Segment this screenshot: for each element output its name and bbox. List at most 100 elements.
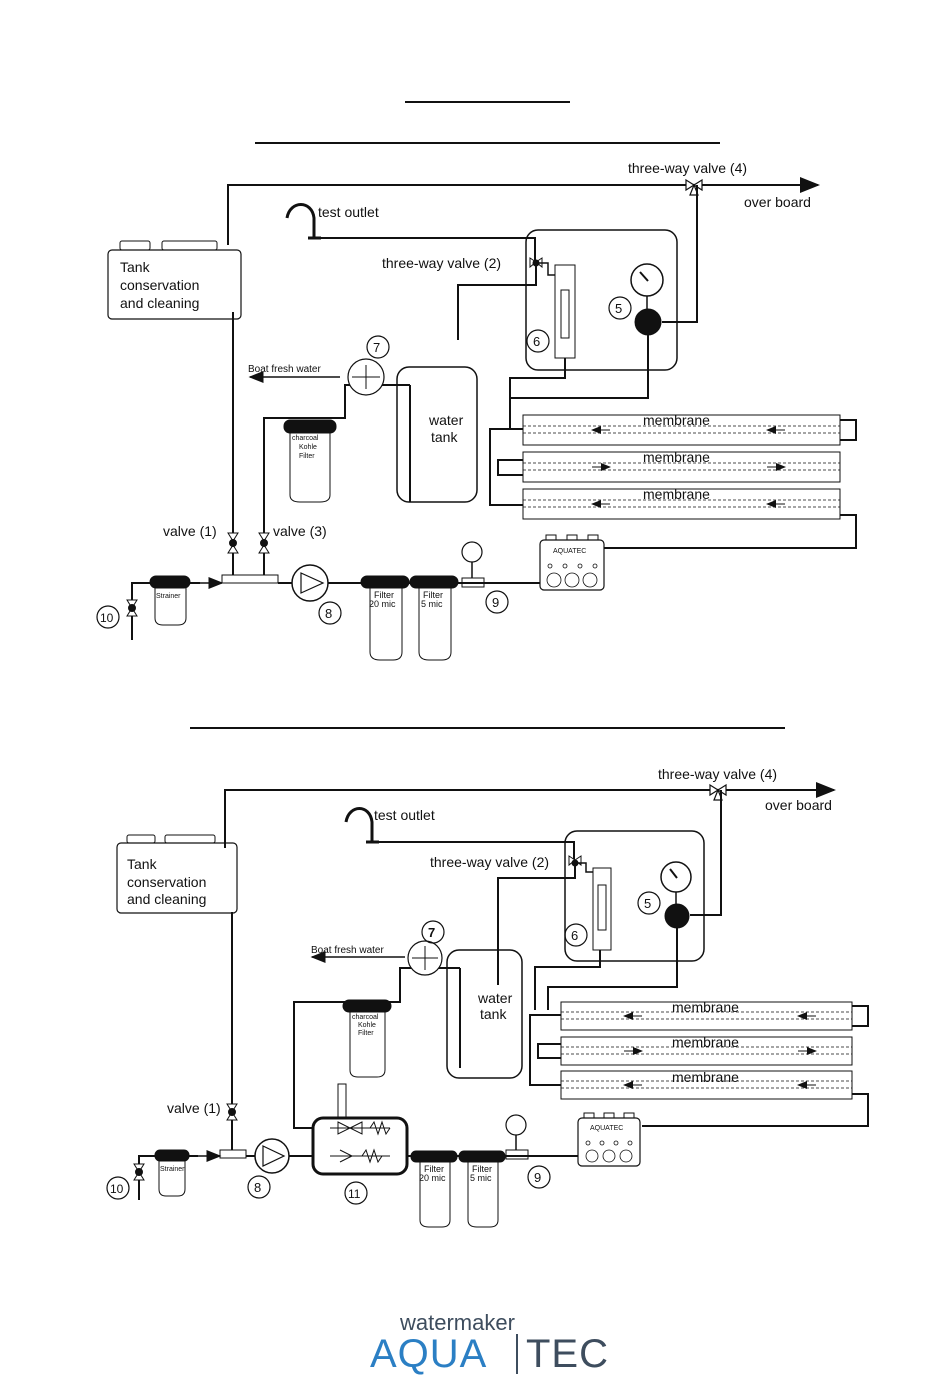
filter-5-cap bbox=[409, 575, 459, 589]
aquatec-unit bbox=[577, 1112, 641, 1167]
num-6: 6 bbox=[571, 928, 578, 943]
pressure-valve-5-icon bbox=[664, 903, 690, 929]
valve-10-icon bbox=[133, 1163, 145, 1181]
num-7: 7 bbox=[428, 925, 435, 940]
membrane-1-label: membrane bbox=[643, 412, 710, 428]
charcoal-line1: charcoal bbox=[352, 1014, 379, 1021]
label-three-way-valve-2: three-way valve (2) bbox=[382, 255, 501, 271]
num-11: 11 bbox=[348, 1187, 361, 1201]
num-9: 9 bbox=[492, 595, 499, 610]
filter-5-cap bbox=[458, 1150, 506, 1163]
tank-label-line1: Tank bbox=[120, 259, 151, 275]
label-three-way-valve-4: three-way valve (4) bbox=[628, 160, 747, 176]
gauge-9-icon bbox=[505, 1114, 527, 1136]
num-10: 10 bbox=[100, 611, 114, 625]
diagram-bottom-labels: three-way valve (4) over board test outl… bbox=[110, 766, 832, 1201]
three-way-valve-4-icon bbox=[685, 178, 703, 196]
num-10: 10 bbox=[110, 1182, 124, 1196]
label-valve-1: valve (1) bbox=[163, 523, 217, 539]
label-three-way-valve-2: three-way valve (2) bbox=[430, 854, 549, 870]
aquatec-unit bbox=[539, 534, 605, 591]
water-tank-line1: water bbox=[428, 412, 464, 428]
charcoal-line2: Kohle bbox=[299, 444, 317, 451]
filter-20-line1: Filter bbox=[374, 590, 394, 600]
filter-5-line1: Filter bbox=[423, 590, 443, 600]
title-rule bbox=[405, 101, 570, 103]
filter-5-line2: 5 mic bbox=[470, 1173, 492, 1183]
label-boat-fresh-water: Boat fresh water bbox=[248, 364, 321, 375]
label-test-outlet: test outlet bbox=[318, 204, 379, 220]
label-over-board: over board bbox=[744, 194, 811, 210]
tank-label-line3: and cleaning bbox=[127, 891, 206, 907]
three-way-valve-4-icon bbox=[709, 783, 727, 801]
subtitle-rule-bottom bbox=[190, 727, 785, 729]
logo-separator bbox=[516, 1334, 518, 1374]
watermaker-aquatec-logo: watermaker AQUA TEC bbox=[370, 1310, 620, 1376]
membrane-1-label: membrane bbox=[672, 999, 739, 1015]
tank-label-line2: conservation bbox=[127, 874, 206, 890]
flowmeter-6 bbox=[592, 867, 612, 951]
membrane-2 bbox=[560, 1036, 853, 1066]
pressure-control-11 bbox=[311, 1083, 409, 1176]
pressure-valve-5-icon bbox=[634, 308, 662, 336]
num-9: 9 bbox=[534, 1170, 541, 1185]
tank-conservation bbox=[107, 240, 242, 320]
filter-20-cap bbox=[410, 1150, 458, 1163]
membrane-3-label: membrane bbox=[672, 1069, 739, 1085]
diagram-top bbox=[96, 177, 857, 661]
charcoal-line3: Filter bbox=[299, 453, 315, 460]
logo-tec-text: TEC bbox=[526, 1332, 609, 1376]
membrane-3-label: membrane bbox=[643, 486, 710, 502]
charcoal-line2: Kohle bbox=[358, 1022, 376, 1029]
membrane-2-label: membrane bbox=[643, 449, 710, 465]
tank-label-line3: and cleaning bbox=[120, 295, 199, 311]
strainer-cap bbox=[149, 575, 191, 589]
num-5: 5 bbox=[615, 301, 622, 316]
diagram-top-labels: three-way valve (4) over board test outl… bbox=[100, 160, 811, 625]
strainer-cap bbox=[154, 1149, 190, 1162]
logo-watermaker-text: watermaker bbox=[400, 1310, 515, 1335]
num-8: 8 bbox=[325, 606, 332, 621]
charcoal-line1: charcoal bbox=[292, 435, 319, 442]
aquatec-label: AQUATEC bbox=[553, 548, 586, 555]
filter-20-line1: Filter bbox=[424, 1164, 444, 1174]
tank-label-line1: Tank bbox=[127, 856, 158, 872]
label-three-way-valve-4: three-way valve (4) bbox=[658, 766, 777, 782]
gauge-9-icon bbox=[461, 541, 483, 563]
charcoal-filter-cap bbox=[342, 999, 392, 1013]
logo-aqua-text: AQUA bbox=[370, 1332, 488, 1376]
charcoal-filter-cap bbox=[283, 419, 337, 434]
filter-20-line2: 20 mic bbox=[369, 599, 396, 609]
flowmeter-6 bbox=[554, 264, 576, 359]
membrane-2 bbox=[522, 451, 841, 483]
filter-20-line2: 20 mic bbox=[419, 1173, 446, 1183]
num-5: 5 bbox=[644, 896, 651, 911]
filter-5-line1: Filter bbox=[472, 1164, 492, 1174]
water-tank bbox=[446, 949, 523, 1079]
strainer-label: Strainer bbox=[160, 1166, 185, 1173]
tank-conservation bbox=[116, 834, 238, 914]
valve-3-icon bbox=[258, 532, 270, 554]
charcoal-line3: Filter bbox=[358, 1030, 374, 1037]
membrane-2-label: membrane bbox=[672, 1034, 739, 1050]
valve-1-icon bbox=[227, 532, 239, 554]
water-tank-line2: tank bbox=[431, 429, 458, 445]
num-7: 7 bbox=[373, 340, 380, 355]
water-tank-line2: tank bbox=[480, 1006, 507, 1022]
valve-10-icon bbox=[126, 599, 138, 617]
num-6: 6 bbox=[533, 334, 540, 349]
valve-1-icon bbox=[226, 1103, 238, 1121]
strainer-label: Strainer bbox=[156, 593, 181, 600]
label-valve-1: valve (1) bbox=[167, 1100, 221, 1116]
diagram-bottom bbox=[106, 782, 869, 1228]
label-test-outlet: test outlet bbox=[374, 807, 435, 823]
filter-5-line2: 5 mic bbox=[421, 599, 443, 609]
subtitle-rule-top bbox=[255, 142, 720, 144]
label-boat-fresh-water: Boat fresh water bbox=[311, 945, 384, 956]
filter-20-cap bbox=[360, 575, 410, 589]
label-over-board: over board bbox=[765, 797, 832, 813]
label-valve-3: valve (3) bbox=[273, 523, 327, 539]
tank-label-line2: conservation bbox=[120, 277, 199, 293]
control-panel-box bbox=[525, 229, 678, 371]
